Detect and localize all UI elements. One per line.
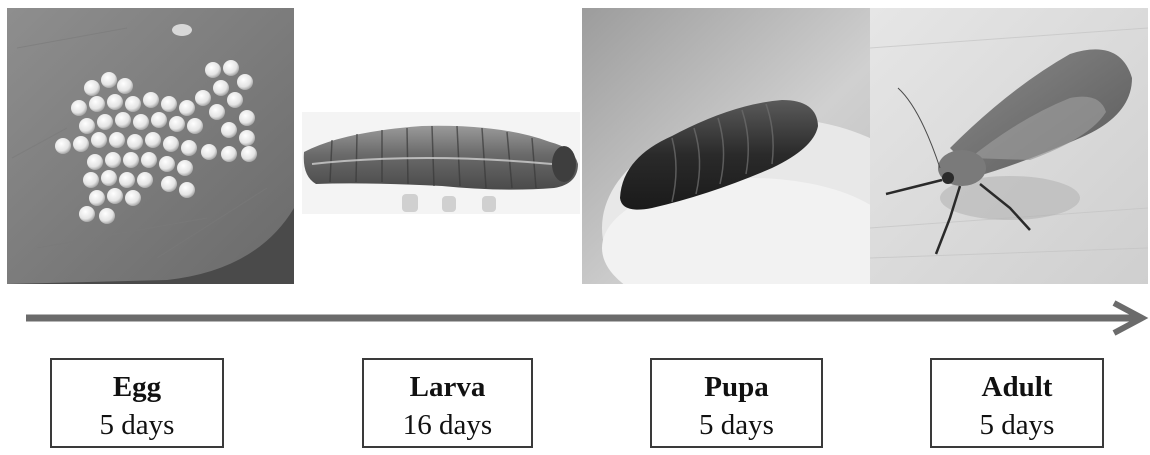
timeline-arrow [26, 300, 1150, 336]
larva-photo [302, 112, 580, 214]
stage-box-pupa: Pupa 5 days [650, 358, 823, 448]
stage-name: Egg [52, 370, 222, 404]
stage-duration: 5 days [52, 408, 222, 442]
egg-photo [7, 8, 294, 284]
stage-box-larva: Larva 16 days [362, 358, 533, 448]
pupa-photo [582, 8, 870, 284]
stage-duration: 5 days [932, 408, 1102, 442]
stage-duration: 5 days [652, 408, 821, 442]
stage-box-egg: Egg 5 days [50, 358, 224, 448]
stage-name: Larva [364, 370, 531, 404]
stage-name: Adult [932, 370, 1102, 404]
stage-name: Pupa [652, 370, 821, 404]
stage-duration: 16 days [364, 408, 531, 442]
adult-moth-photo [870, 8, 1148, 284]
stage-box-adult: Adult 5 days [930, 358, 1104, 448]
